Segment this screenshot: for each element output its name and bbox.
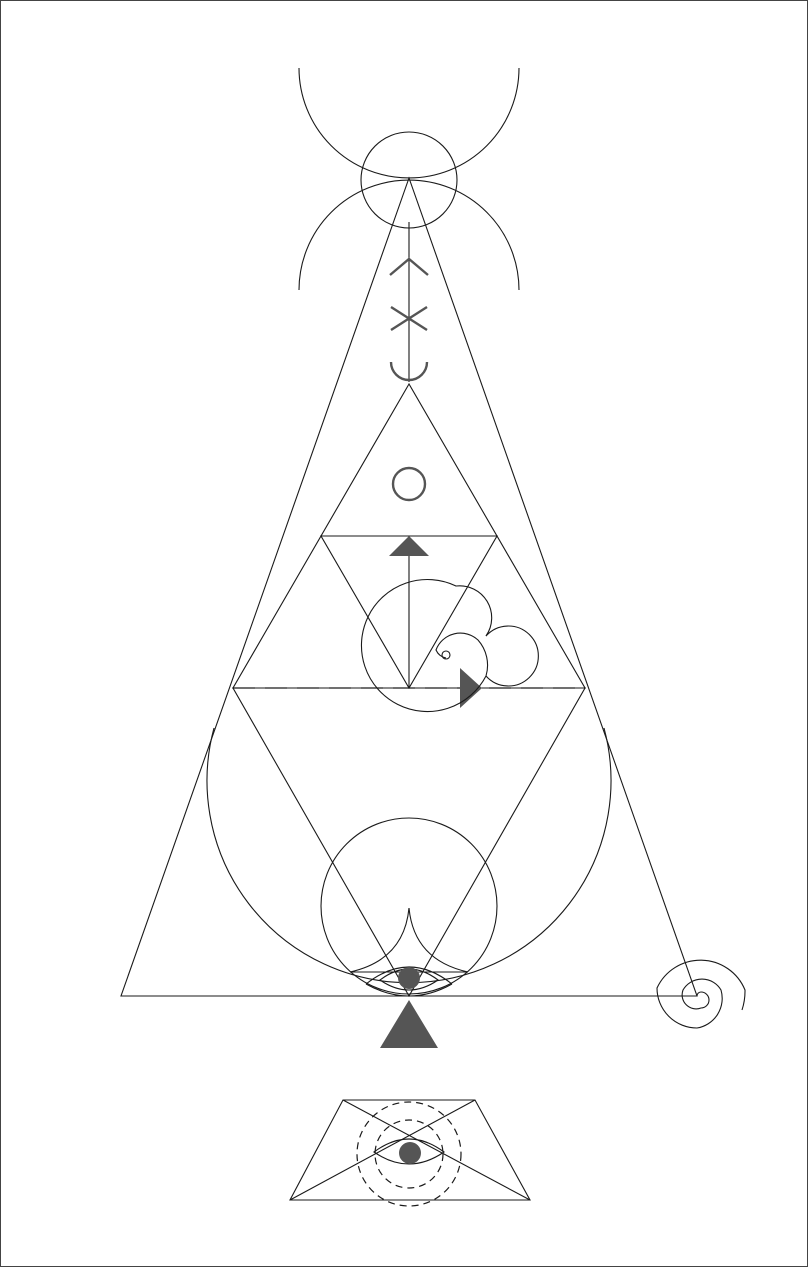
up-arrow: [389, 536, 429, 688]
bottom-trapezoid: [290, 1100, 530, 1206]
teardrop-curve: [207, 728, 611, 983]
central-spiral: [361, 580, 538, 712]
right-spiral: [657, 960, 745, 1028]
hexagram: [233, 384, 585, 996]
axis-signs: [390, 222, 428, 382]
eye-pupil: [399, 1142, 421, 1164]
small-circle: [393, 468, 425, 500]
filled-triangle: [380, 1000, 438, 1048]
